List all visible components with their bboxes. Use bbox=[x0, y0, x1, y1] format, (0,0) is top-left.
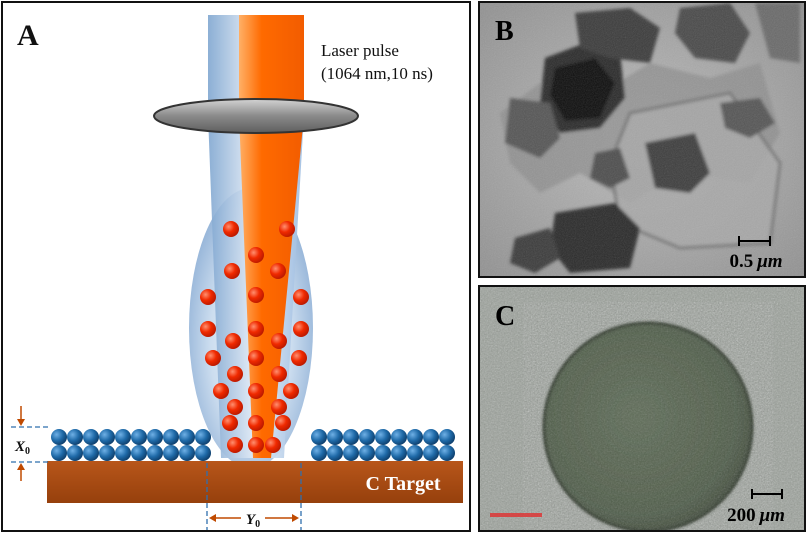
optical-scale-bar bbox=[751, 489, 783, 499]
x0-arrows bbox=[17, 406, 25, 481]
carbon-sphere bbox=[423, 429, 439, 445]
carbon-sphere bbox=[195, 429, 211, 445]
ablated-particle bbox=[227, 437, 243, 453]
carbon-sphere bbox=[195, 445, 211, 461]
c-target bbox=[47, 461, 463, 503]
laser-params-label: (1064 nm,10 ns) bbox=[321, 64, 433, 83]
carbon-sphere bbox=[391, 445, 407, 461]
ablated-particle bbox=[291, 350, 307, 366]
carbon-sphere bbox=[311, 445, 327, 461]
carbon-sphere bbox=[51, 445, 67, 461]
ablated-particle bbox=[248, 247, 264, 263]
ablated-particle bbox=[225, 333, 241, 349]
carbon-sphere bbox=[131, 445, 147, 461]
carbon-sphere bbox=[391, 429, 407, 445]
ablated-particle bbox=[200, 289, 216, 305]
carbon-sphere bbox=[179, 429, 195, 445]
panel-a-letter: A bbox=[17, 19, 39, 52]
ablated-particle bbox=[248, 415, 264, 431]
carbon-sphere bbox=[375, 429, 391, 445]
carbon-sphere bbox=[51, 429, 67, 445]
carbon-sphere bbox=[359, 445, 375, 461]
ablated-particle bbox=[227, 399, 243, 415]
ablated-particle bbox=[275, 415, 291, 431]
ablated-particle bbox=[205, 350, 221, 366]
x0-label: X0 bbox=[14, 439, 30, 457]
carbon-sphere bbox=[99, 445, 115, 461]
target-label: C Target bbox=[366, 473, 441, 495]
focusing-lens bbox=[153, 98, 359, 134]
ablated-particle bbox=[213, 383, 229, 399]
carbon-sphere bbox=[163, 445, 179, 461]
carbon-sphere bbox=[407, 445, 423, 461]
tem-scale-bar bbox=[738, 236, 771, 246]
carbon-sphere bbox=[327, 429, 343, 445]
ablated-particle bbox=[279, 221, 295, 237]
carbon-sphere bbox=[99, 429, 115, 445]
ablated-particle bbox=[271, 333, 287, 349]
carbon-sphere bbox=[359, 429, 375, 445]
carbon-sphere bbox=[83, 429, 99, 445]
carbon-sphere bbox=[67, 445, 83, 461]
y0-arrow bbox=[209, 514, 299, 522]
ablated-particle bbox=[265, 437, 281, 453]
schematic-svg: C Target X0 Y0 A Laser pulse (1064 nm,10… bbox=[11, 15, 463, 530]
carbon-sphere bbox=[343, 445, 359, 461]
carbon-sphere bbox=[147, 429, 163, 445]
ablated-particle bbox=[223, 221, 239, 237]
carbon-sphere bbox=[179, 445, 195, 461]
laser-pulse-label: Laser pulse bbox=[321, 41, 399, 60]
ablated-particle bbox=[271, 399, 287, 415]
carbon-sphere bbox=[115, 445, 131, 461]
ablated-particle bbox=[283, 383, 299, 399]
ablated-particle bbox=[248, 437, 264, 453]
panel-a-schematic: C Target X0 Y0 A Laser pulse (1064 nm,10… bbox=[1, 1, 471, 532]
carbon-sphere bbox=[343, 429, 359, 445]
carbon-sphere bbox=[163, 429, 179, 445]
ablated-particle bbox=[227, 366, 243, 382]
carbon-sphere bbox=[311, 429, 327, 445]
carbon-sphere bbox=[439, 445, 455, 461]
carbon-sphere bbox=[147, 445, 163, 461]
micrograph-stamp bbox=[490, 513, 542, 517]
panel-c-letter: C bbox=[495, 301, 515, 332]
ablated-particle bbox=[248, 287, 264, 303]
carbon-sphere bbox=[375, 445, 391, 461]
carbon-sphere bbox=[439, 429, 455, 445]
carbon-sphere bbox=[131, 429, 147, 445]
carbon-sphere bbox=[327, 445, 343, 461]
ablated-particle bbox=[293, 289, 309, 305]
ablated-particle bbox=[248, 383, 264, 399]
ablated-particle bbox=[248, 321, 264, 337]
sphere-layer-left bbox=[51, 429, 211, 461]
y0-label: Y0 bbox=[246, 512, 260, 530]
sphere-layer-right bbox=[311, 429, 455, 461]
ablated-particle bbox=[248, 350, 264, 366]
ablated-particle bbox=[271, 366, 287, 382]
carbon-sphere bbox=[83, 445, 99, 461]
ablated-particle bbox=[224, 263, 240, 279]
ablated-particle bbox=[200, 321, 216, 337]
ablated-particle bbox=[293, 321, 309, 337]
carbon-sphere bbox=[423, 445, 439, 461]
carbon-sphere bbox=[115, 429, 131, 445]
ablated-particles bbox=[200, 221, 309, 453]
carbon-sphere bbox=[67, 429, 83, 445]
ablated-particle bbox=[270, 263, 286, 279]
panel-b-letter: B bbox=[495, 16, 514, 47]
ablated-particle bbox=[222, 415, 238, 431]
carbon-sphere bbox=[407, 429, 423, 445]
